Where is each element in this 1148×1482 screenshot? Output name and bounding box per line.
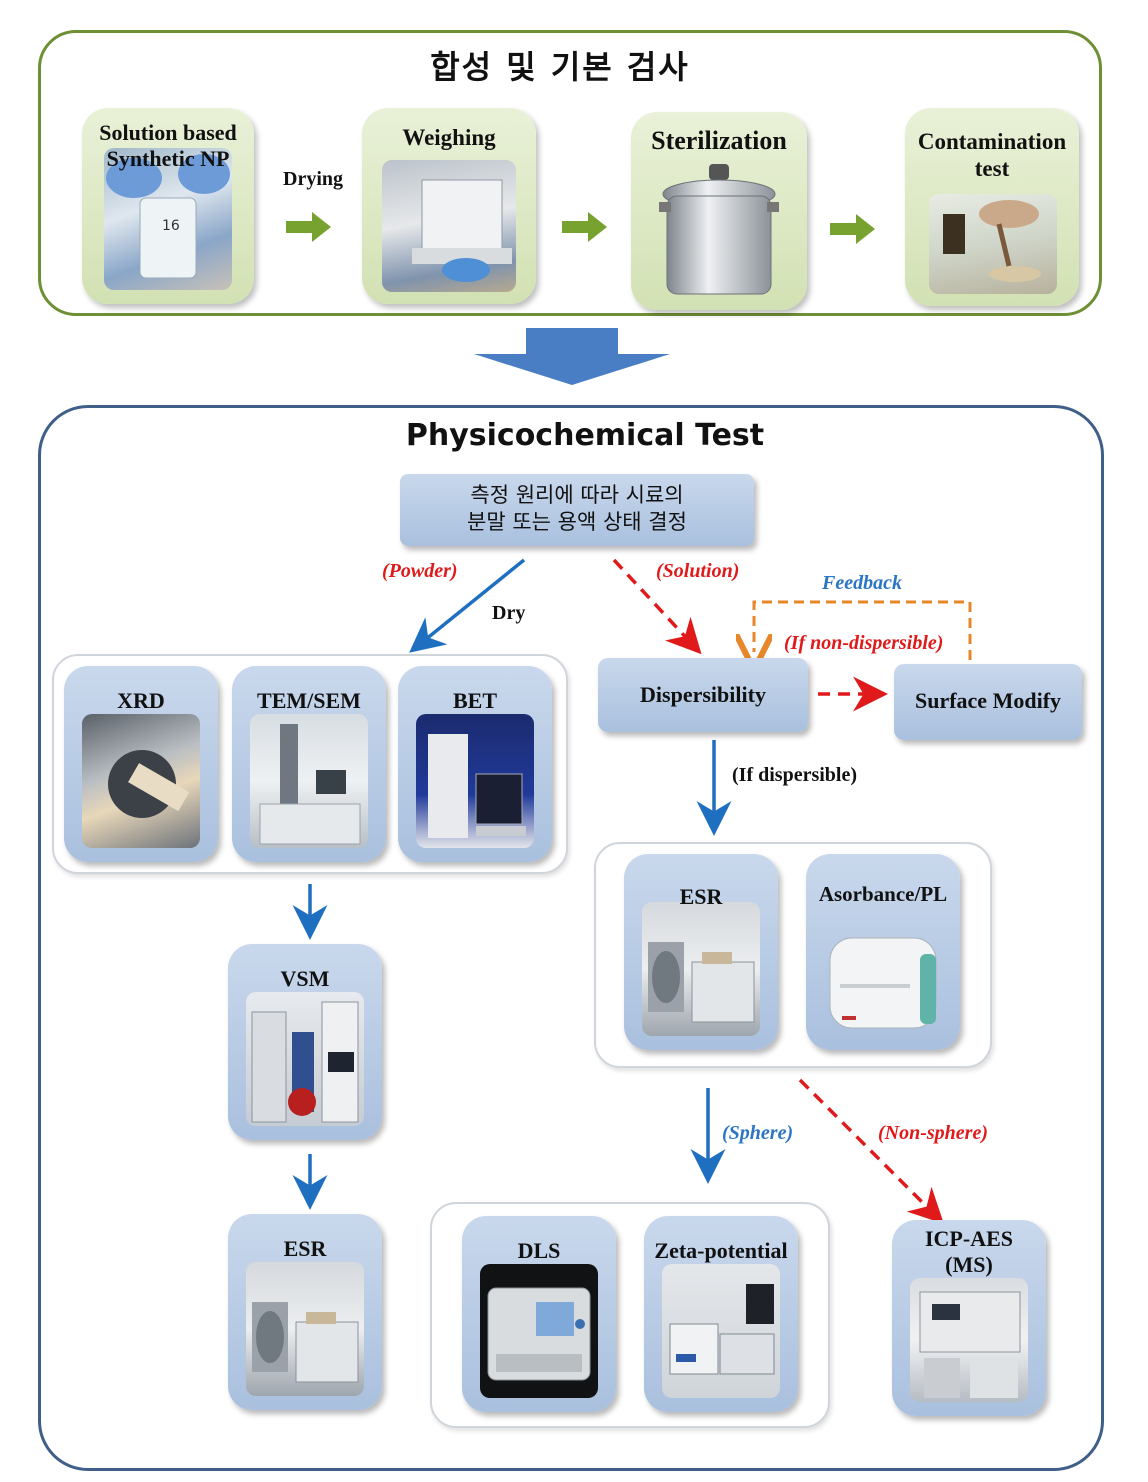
dispersible-label: (If dispersible) [732, 764, 857, 786]
drying-label: Drying [283, 168, 343, 190]
dls-analyzer-icon [487, 1287, 591, 1381]
decision-box: 측정 원리에 따라 시료의 분말 또는 용액 상태 결정 [400, 474, 754, 546]
esr-solution-photo [642, 902, 760, 1036]
synthesis-panel-title: 합성 및 기본 검사 [430, 48, 690, 86]
synthesis-photo: 16 [104, 148, 232, 290]
dry-label: Dry [492, 602, 526, 624]
sphere-label: (Sphere) [722, 1122, 794, 1144]
step-card-sterilization: Sterilization [631, 112, 807, 310]
arrow-right-icon [830, 214, 875, 244]
zeta-analyzer-icon [669, 1284, 775, 1375]
dispersibility-label: Dispersibility [640, 682, 766, 707]
instrument-card-vsm: VSM [228, 944, 382, 1140]
decision-line-1: 측정 원리에 따라 시료의 [470, 483, 684, 507]
step-card-contamination-test: Contamination test [905, 108, 1079, 306]
step-label-weighing: Weighing [402, 125, 496, 150]
zeta-photo [662, 1264, 780, 1398]
arrow-right-icon [286, 212, 331, 242]
bet-photo [416, 714, 534, 848]
instrument-card-bet: BET [398, 666, 552, 862]
xrd-photo [82, 714, 200, 848]
powder-label: (Powder) [382, 560, 458, 582]
instrument-card-esr-solution: ESR [624, 854, 778, 1050]
surface-modify-label: Surface Modify [914, 688, 1062, 713]
icp-aes-label: ICP-AES (MS) [924, 1226, 1013, 1277]
arrow-right-icon [562, 212, 607, 242]
esr-solution-label: ESR [679, 884, 723, 909]
bet-analyzer-icon [428, 734, 526, 838]
feedback-arrow [754, 600, 972, 660]
step-card-weighing: Weighing [362, 108, 536, 304]
icp-spectrometer-icon [919, 1291, 1021, 1398]
instrument-card-zeta-potential: Zeta-potential [644, 1216, 798, 1412]
svg-text:16: 16 [162, 218, 180, 234]
surface-modify-box: Surface Modify [894, 664, 1082, 740]
xrd-instrument-icon [108, 750, 190, 818]
instrument-card-esr-powder: ESR [228, 1214, 382, 1410]
instrument-card-tem-sem: TEM/SEM [232, 666, 386, 862]
tem-sem-label: TEM/SEM [257, 688, 361, 713]
solution-label: (Solution) [656, 560, 740, 582]
dls-label: DLS [517, 1238, 561, 1263]
big-down-arrow-icon [474, 328, 670, 385]
esr-instrument-icon [252, 1302, 359, 1383]
autoclave-icon [659, 164, 779, 295]
powder-arrow [409, 558, 526, 653]
xrd-label: XRD [117, 688, 165, 713]
bet-label: BET [452, 688, 498, 713]
instrument-card-icp-aes: ICP-AES (MS) [892, 1220, 1046, 1416]
esr-powder-label: ESR [283, 1236, 327, 1261]
tem-sem-photo [250, 714, 368, 848]
spectrometer-icon [829, 937, 937, 1029]
absorbance-pl-label: Asorbance/PL [818, 882, 948, 906]
vsm-label: VSM [280, 966, 330, 991]
step-label-contamination-test: Contamination test [917, 129, 1067, 182]
microscope-icon [259, 724, 361, 845]
non-sphere-label: (Non-sphere) [878, 1122, 988, 1144]
instrument-card-dls: DLS [462, 1216, 616, 1412]
step-label-synthetic-np: Solution based Synthetic NP [99, 120, 237, 171]
feedback-label: Feedback [822, 572, 902, 594]
esr-powder-photo [246, 1262, 364, 1396]
dropper-hand-icon [943, 200, 1041, 282]
instrument-card-absorbance-pl: Asorbance/PL [806, 854, 960, 1050]
instrument-card-xrd: XRD [64, 666, 218, 862]
non-dispersible-label: (If non-dispersible) [784, 632, 944, 654]
weighing-photo [382, 160, 516, 292]
vsm-photo [246, 992, 364, 1126]
decision-line-2: 분말 또는 용액 상태 결정 [467, 510, 687, 535]
dls-photo [480, 1264, 598, 1398]
step-label-sterilization: Sterilization [651, 126, 787, 155]
step-card-synthetic-np: 16 Solution based Synthetic NP [82, 108, 254, 304]
dispersibility-box: Dispersibility [598, 658, 808, 732]
icp-photo [910, 1278, 1028, 1402]
contamination-photo [929, 194, 1057, 294]
vsm-instrument-icon [251, 1001, 359, 1123]
esr-instrument-icon [648, 942, 755, 1023]
balance-icon [412, 179, 512, 282]
zeta-potential-label: Zeta-potential [654, 1238, 788, 1263]
glove-flask-icon: 16 [106, 154, 230, 279]
physicochemical-title: Physicochemical Test [405, 418, 765, 453]
non-sphere-arrow [798, 1078, 944, 1224]
